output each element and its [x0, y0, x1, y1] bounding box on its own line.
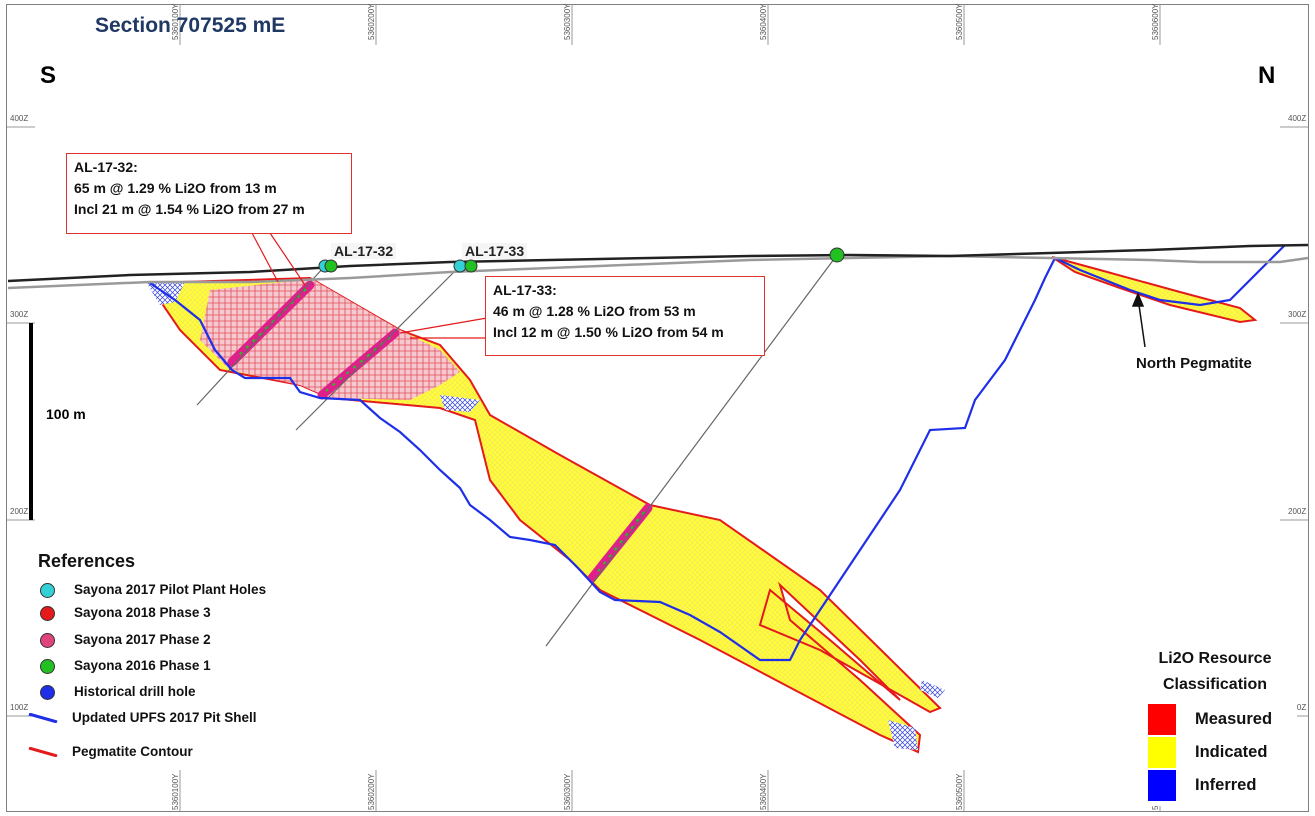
red-dot-icon: [40, 606, 55, 621]
inferred-swatch: [1148, 770, 1176, 801]
northing-label-6: 5360600Y: [1151, 3, 1160, 40]
northing-ticks: [179, 5, 1161, 811]
reference-phase1: Sayona 2016 Phase 1: [26, 656, 326, 682]
legend-title-line2: Classification: [1162, 676, 1268, 693]
north-pegmatite-body: [1051, 256, 1258, 324]
blue-line-icon: [28, 713, 58, 723]
south-direction-label: S: [40, 62, 57, 89]
callout-al-17-33: AL-17-33: 46 m @ 1.28 % Li2O from 53 m I…: [485, 276, 765, 356]
topography-gray: [7, 254, 1309, 290]
callout-al-17-33-line1: 46 m @ 1.28 % Li2O from 53 m: [493, 303, 696, 319]
reference-pegmatite-contour: Pegmatite Contour: [26, 742, 326, 768]
references-panel: References Sayona 2017 Pilot Plant Holes…: [26, 551, 326, 768]
callout-al-17-33-hole: AL-17-33:: [493, 282, 557, 298]
cyan-dot-icon: [40, 583, 55, 598]
measured-swatch: [1148, 704, 1176, 735]
callout-al-17-32-line1: 65 m @ 1.29 % Li2O from 13 m: [74, 180, 277, 196]
north-direction-label: N: [1258, 62, 1276, 89]
northing-label-5: 5360500Y: [955, 3, 964, 40]
reference-label: Pegmatite Contour: [72, 744, 193, 759]
legend-measured: Measured: [1137, 704, 1297, 737]
north-pegmatite-label: North Pegmatite: [1136, 355, 1252, 372]
elevation-label-200-left: 200Z: [10, 507, 29, 516]
reference-label: Sayona 2018 Phase 3: [74, 605, 211, 620]
northing-label-bottom-3: 5360300Y: [563, 773, 572, 810]
collar-al-17-33-cyan: [453, 259, 467, 273]
red-line-icon: [28, 747, 58, 757]
elevation-ticks: [7, 126, 1308, 717]
northing-label-bottom-1: 5360100Y: [171, 773, 180, 810]
topography-black: [7, 243, 1309, 283]
reference-label: Sayona 2017 Pilot Plant Holes: [74, 582, 267, 597]
scale-bar-label: 100 m: [46, 406, 86, 422]
reference-phase3: Sayona 2018 Phase 3: [26, 605, 326, 630]
drill-hole-traces: [196, 254, 838, 647]
elevation-label-400-right: 400Z: [1288, 114, 1307, 123]
collar-markers: [318, 247, 845, 273]
hole-label-al-17-33: AL-17-33: [462, 243, 528, 259]
legend-indicated: Indicated: [1137, 737, 1297, 770]
northing-label-3: 5360300Y: [563, 3, 572, 40]
collar-phase1-hole: [829, 247, 845, 263]
legend-label: Inferred: [1195, 776, 1257, 794]
northing-label-bottom-4: 5360400Y: [759, 773, 768, 810]
legend-label: Measured: [1195, 710, 1273, 728]
north-pegmatite-arrow: [1131, 292, 1146, 348]
elevation-label-100-right: 100Z: [1288, 703, 1307, 712]
green-dot-icon: [40, 659, 55, 674]
legend-inferred: Inferred: [1137, 770, 1297, 803]
reference-label: Sayona 2016 Phase 1: [74, 658, 211, 673]
section-frame: [6, 4, 1309, 812]
pink-dot-icon: [40, 633, 55, 648]
reference-pit-shell: Updated UPFS 2017 Pit Shell: [26, 708, 326, 742]
elevation-label-200-right: 200Z: [1288, 507, 1307, 516]
elevation-label-400-left: 400Z: [10, 114, 29, 123]
elevation-label-100-left: 100Z: [10, 703, 29, 712]
northing-label-bottom-5: 5360500Y: [955, 773, 964, 810]
northing-label-bottom-2: 5360200Y: [367, 773, 376, 810]
pit-shell-line: [149, 244, 1286, 662]
collar-al-17-33-green: [464, 259, 478, 273]
resource-classification-legend: Li2O Resource Classification Measured In…: [1137, 636, 1297, 806]
high-grade-intervals-green: [235, 288, 645, 575]
reference-historical: Historical drill hole: [26, 682, 326, 708]
elevation-label-300-right: 300Z: [1288, 310, 1307, 319]
references-title: References: [38, 551, 136, 571]
measured-zone-upper: [200, 279, 460, 400]
collar-al-17-32-green: [324, 259, 338, 273]
northing-label-1: 5360100Y: [171, 3, 180, 40]
legend-title-line1: Li2O Resource: [1158, 650, 1272, 667]
section-title: Section 707525 mE: [95, 14, 286, 37]
legend-label: Indicated: [1195, 743, 1268, 761]
hole-label-al-17-32: AL-17-32: [331, 243, 397, 259]
reference-label: Historical drill hole: [74, 684, 196, 699]
reference-pilot-plant: Sayona 2017 Pilot Plant Holes: [26, 580, 326, 606]
callout-al-17-32-line2: Incl 21 m @ 1.54 % Li2O from 27 m: [74, 201, 305, 217]
indicated-swatch: [1148, 737, 1176, 768]
reference-phase2: Sayona 2017 Phase 2: [26, 630, 326, 656]
reference-label: Sayona 2017 Phase 2: [74, 632, 211, 647]
callout-al-17-33-line2: Incl 12 m @ 1.50 % Li2O from 54 m: [493, 324, 724, 340]
legend-title: Li2O Resource Classification: [1133, 646, 1297, 698]
northing-label-4: 5360400Y: [759, 3, 768, 40]
callout-leaders: [251, 232, 488, 339]
northing-label-2: 5360200Y: [367, 3, 376, 40]
callout-al-17-32-hole: AL-17-32:: [74, 159, 138, 175]
reference-label: Updated UPFS 2017 Pit Shell: [72, 710, 257, 725]
callout-al-17-32: AL-17-32: 65 m @ 1.29 % Li2O from 13 m I…: [66, 153, 352, 234]
elevation-label-300-left: 300Z: [10, 310, 29, 319]
blue-dot-icon: [40, 685, 55, 700]
